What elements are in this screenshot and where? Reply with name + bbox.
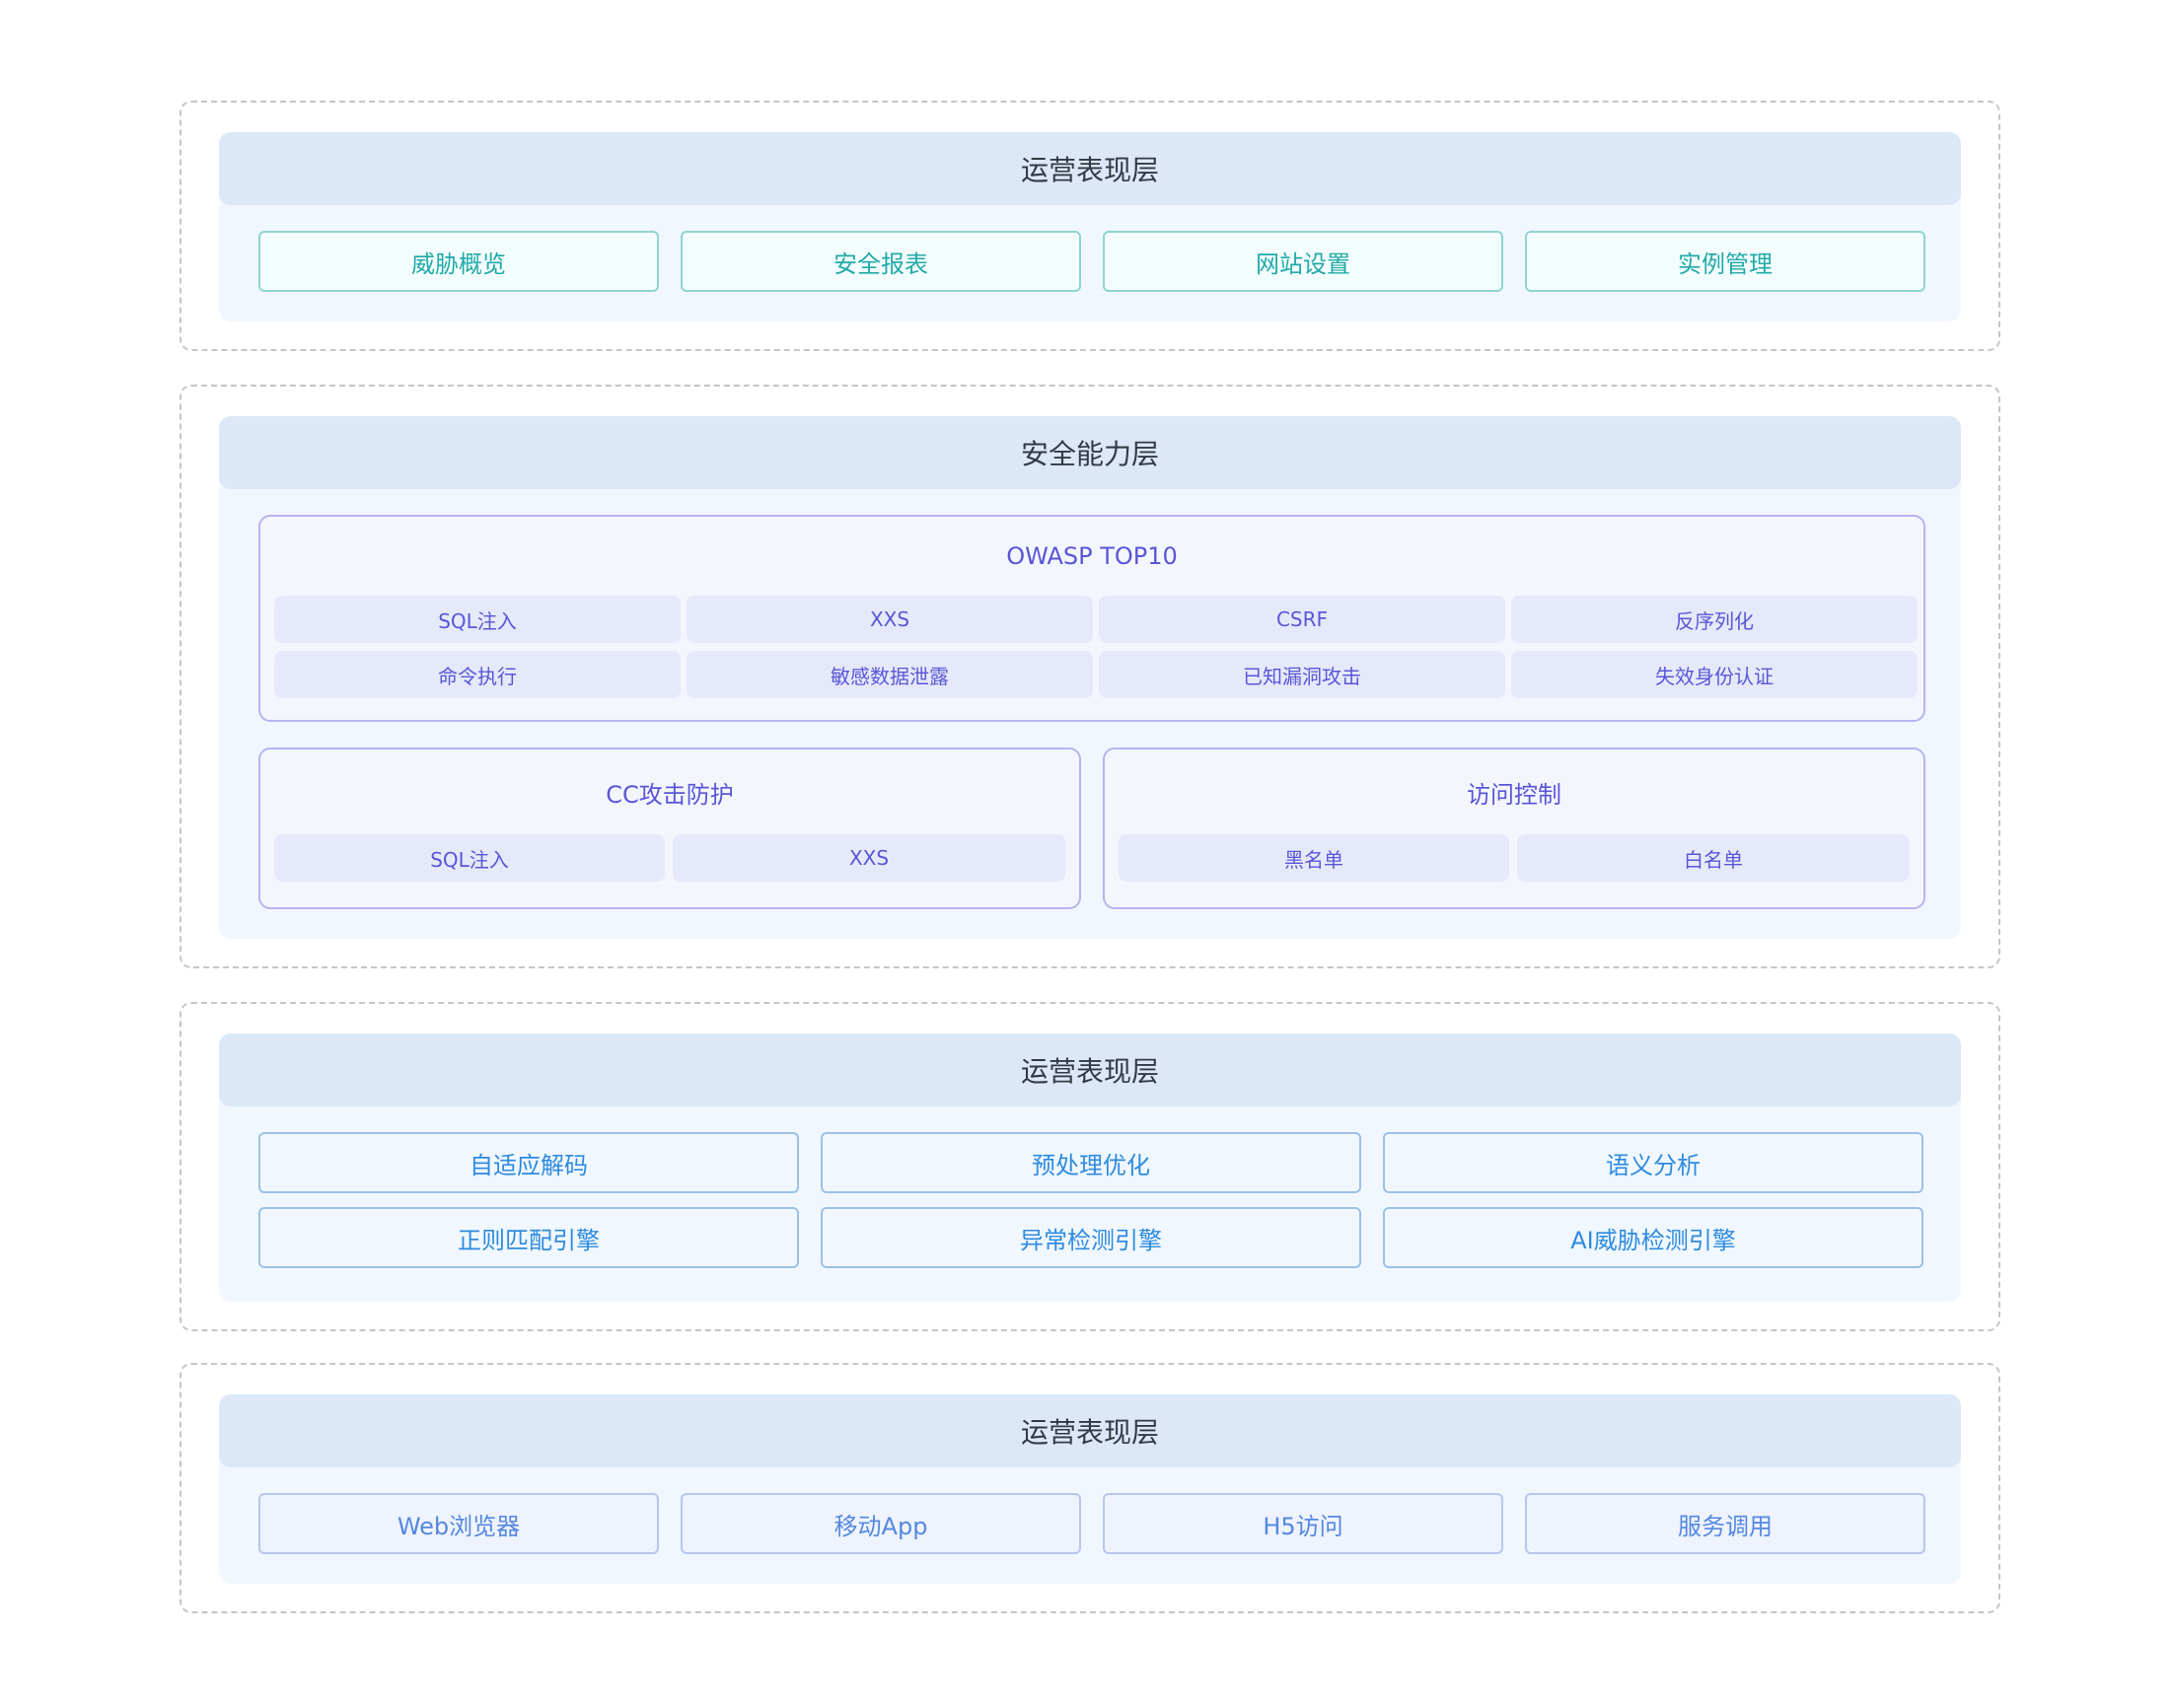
layer-engine: 运营表现层 自适应解码 预处理优化 语义分析 正则匹配引擎 异常检测引擎 AI威… [180, 1002, 2000, 1331]
access-control-group: 访问控制 黑名单 白名单 [1103, 747, 1925, 909]
owasp-item: SQL注入 [274, 596, 681, 643]
layer-presentation-title: 运营表现层 [219, 132, 1961, 205]
client-box: H5访问 [1103, 1493, 1503, 1554]
owasp-item: XXS [687, 596, 1093, 643]
module-box: 网站设置 [1103, 231, 1503, 292]
module-box: 实例管理 [1525, 231, 1925, 292]
cc-item: XXS [673, 834, 1065, 882]
layer-presentation: 运营表现层 威胁概览 安全报表 网站设置 实例管理 [180, 101, 2000, 351]
layer-engine-panel: 运营表现层 自适应解码 预处理优化 语义分析 正则匹配引擎 异常检测引擎 AI威… [219, 1033, 1961, 1302]
layer-security: 安全能力层 OWASP TOP10 SQL注入 XXS CSRF 反序列化 命令… [180, 385, 2000, 968]
owasp-item: 敏感数据泄露 [687, 651, 1093, 698]
layer-access-title: 运营表现层 [219, 1394, 1961, 1467]
owasp-title: OWASP TOP10 [1006, 542, 1178, 570]
layer-access-panel: 运营表现层 Web浏览器 移动App H5访问 服务调用 [219, 1394, 1961, 1584]
client-box: 移动App [681, 1493, 1081, 1554]
cc-item: SQL注入 [274, 834, 665, 882]
module-box: 威胁概览 [258, 231, 659, 292]
owasp-item: CSRF [1099, 596, 1505, 643]
owasp-item: 反序列化 [1511, 596, 1918, 643]
access-control-item: 白名单 [1517, 834, 1910, 882]
engine-box: 自适应解码 [258, 1132, 799, 1193]
module-box: 安全报表 [681, 231, 1081, 292]
layer-security-title: 安全能力层 [219, 416, 1961, 489]
client-box: 服务调用 [1525, 1493, 1925, 1554]
layer-presentation-panel: 运营表现层 威胁概览 安全报表 网站设置 实例管理 [219, 132, 1961, 321]
engine-box: AI威胁检测引擎 [1383, 1207, 1923, 1268]
layer-security-panel: 安全能力层 OWASP TOP10 SQL注入 XXS CSRF 反序列化 命令… [219, 416, 1961, 939]
access-control-item: 黑名单 [1119, 834, 1509, 882]
engine-box: 预处理优化 [821, 1132, 1361, 1193]
engine-box: 异常检测引擎 [821, 1207, 1361, 1268]
engine-box: 语义分析 [1383, 1132, 1923, 1193]
engine-box: 正则匹配引擎 [258, 1207, 799, 1268]
owasp-item: 命令执行 [274, 651, 681, 698]
owasp-item: 已知漏洞攻击 [1099, 651, 1505, 698]
layer-access: 运营表现层 Web浏览器 移动App H5访问 服务调用 [180, 1363, 2000, 1613]
cc-title: CC攻击防护 [606, 781, 734, 809]
client-box: Web浏览器 [258, 1493, 659, 1554]
layer-engine-title: 运营表现层 [219, 1033, 1961, 1106]
cc-group: CC攻击防护 SQL注入 XXS [258, 747, 1081, 909]
owasp-item: 失效身份认证 [1511, 651, 1918, 698]
access-control-title: 访问控制 [1467, 781, 1561, 809]
owasp-group: OWASP TOP10 SQL注入 XXS CSRF 反序列化 命令执行 敏感数… [258, 515, 1925, 722]
